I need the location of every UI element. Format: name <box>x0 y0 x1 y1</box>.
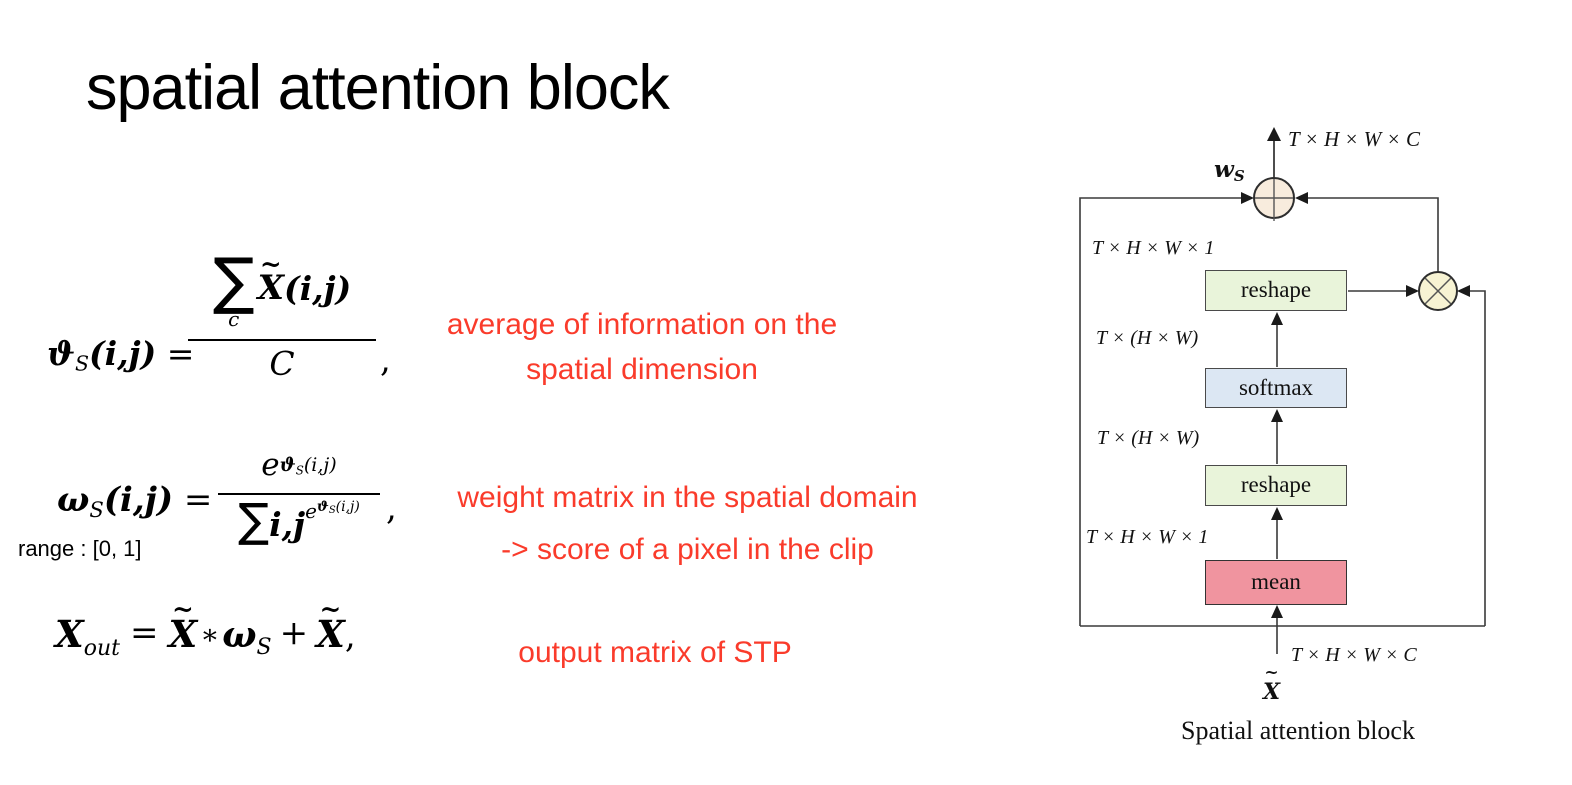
sum-operator: ∑ c <box>212 244 255 332</box>
box-reshape-bottom: reshape <box>1205 465 1347 506</box>
equation-output: X out = ~ X ∗ ω S + ~ X , <box>55 595 356 661</box>
box-reshape-top: reshape <box>1205 270 1347 311</box>
input-x-tilde: ~ X <box>1263 663 1281 705</box>
omega-symbol: ω <box>57 480 90 520</box>
annotation-output-matrix: output matrix of STP <box>518 636 792 669</box>
dim-label-2: T × (H × W) <box>1096 327 1199 349</box>
annotation-average: average of information on the spatial di… <box>446 308 838 386</box>
x-tilde: ~ X <box>257 249 284 308</box>
box-mean: mean <box>1205 560 1347 605</box>
x-tilde: ~ X <box>168 595 198 656</box>
weight-ws-label: wS <box>1214 156 1245 185</box>
annotation-weight-matrix: weight matrix in the spatial domain -> s… <box>457 481 918 566</box>
diagram-caption: Spatial attention block <box>1181 716 1415 745</box>
dim-label-input: T × H × W × C <box>1291 644 1417 666</box>
page-title: spatial attention block <box>86 53 670 123</box>
dim-label-4: T × H × W × 1 <box>1086 526 1209 548</box>
multiply-circle-icon <box>1418 271 1458 311</box>
theta-symbol: ϑ <box>47 334 76 373</box>
equation-theta-fraction: ∑ c ~ X (i,j) C <box>188 244 376 383</box>
equation-omega-lhs: ωS(i,j) = <box>57 480 213 522</box>
box-softmax: softmax <box>1205 368 1347 408</box>
dim-label-output: T × H × W × C <box>1288 127 1420 151</box>
x-tilde: ~ X <box>316 595 345 656</box>
equation-theta-lhs: ϑS(i,j) = <box>47 334 195 376</box>
dim-label-1: T × H × W × 1 <box>1092 237 1215 259</box>
add-circle-icon <box>1253 177 1295 221</box>
range-note: range : [0, 1] <box>18 536 142 561</box>
dim-label-3: T × (H × W) <box>1097 427 1200 449</box>
diagram-connectors <box>1079 127 1486 654</box>
spatial-attention-diagram: reshape softmax reshape mean T × H × W ×… <box>1060 118 1540 773</box>
